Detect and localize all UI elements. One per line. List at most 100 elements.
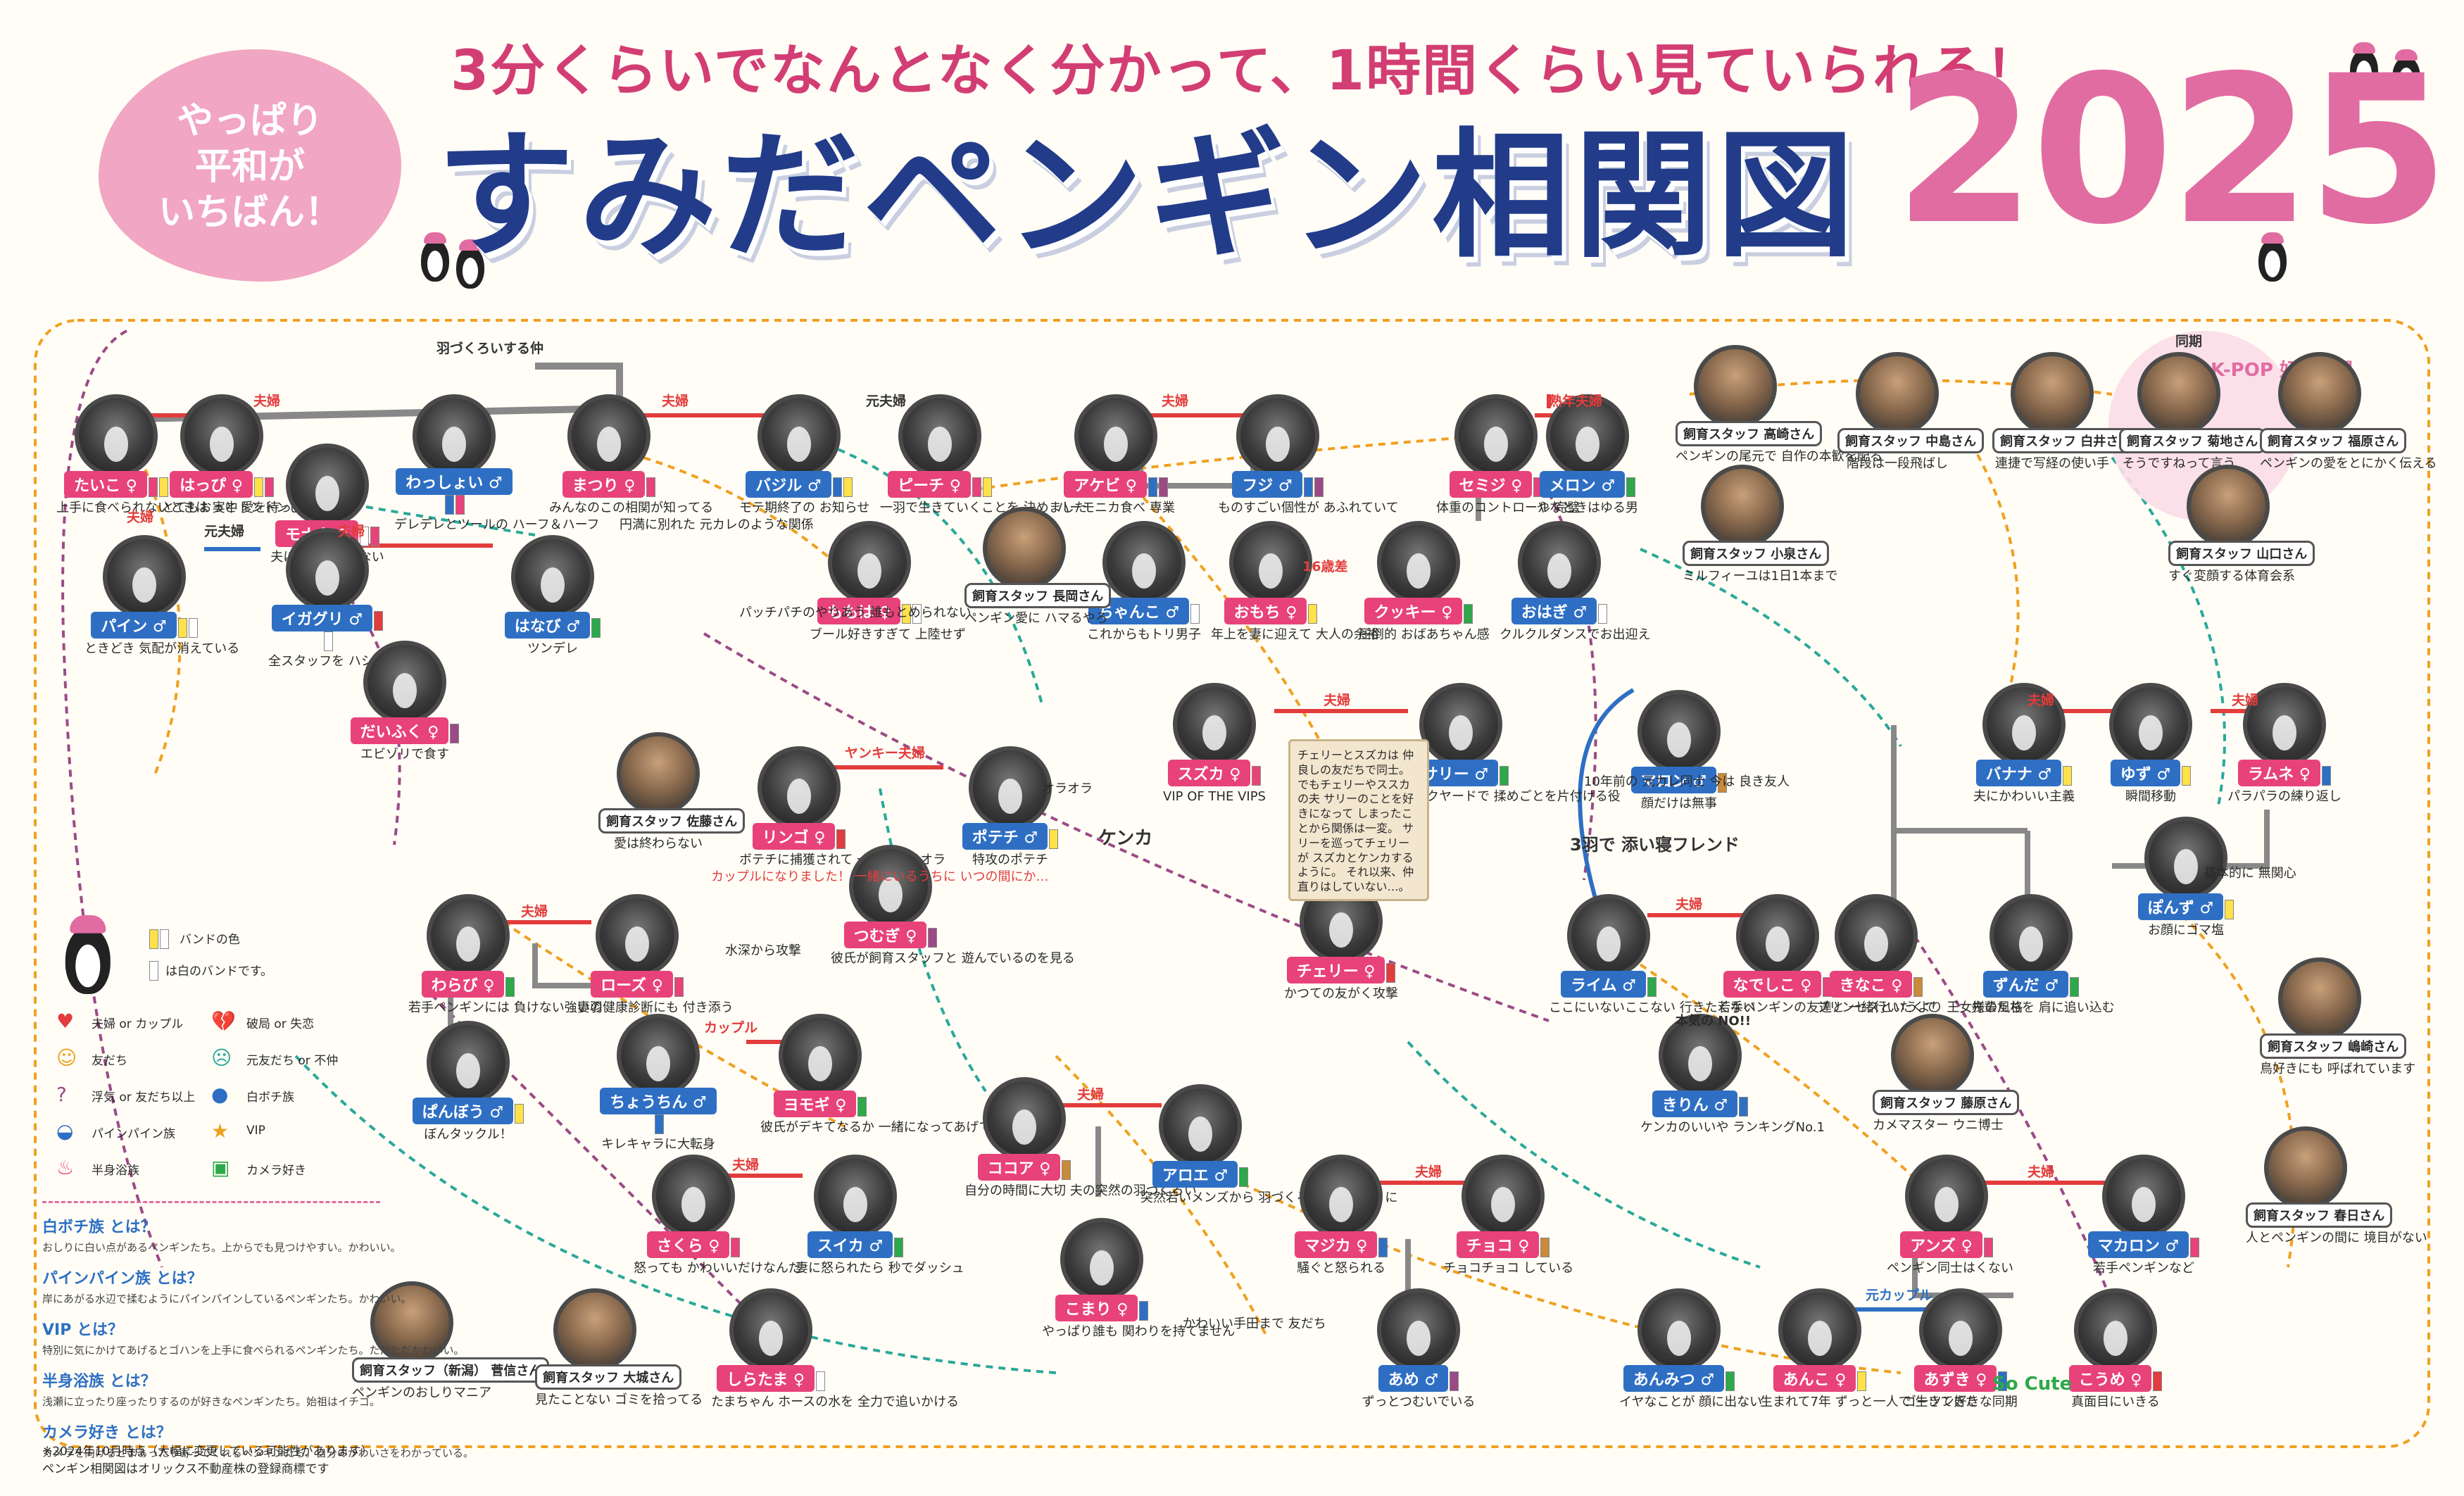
- legend-band: バンドの色 は白のバンドです。: [42, 908, 380, 1007]
- legend-row: ♥夫婦 or カップル💔破局 or 失恋: [42, 1007, 380, 1043]
- relation-label: 夫婦: [2028, 1164, 2055, 1180]
- penguin-name-tag: ココア ♀: [977, 1153, 1061, 1181]
- band-swatch: [1303, 477, 1313, 497]
- band-swatch: [2182, 766, 2192, 786]
- note-text: かわいい手田まで 友だち: [1183, 1316, 1326, 1331]
- penguin-description: かつての友がく攻撃: [1284, 986, 1398, 1001]
- penguin-description: 妻の健康診断にも 付き添う: [577, 1000, 734, 1015]
- penguin-photo: [1638, 690, 1721, 773]
- relation-label: 元カップル: [1866, 1288, 1933, 1303]
- penguin-name-tag: たいこ ♀: [64, 470, 147, 498]
- penguin-node-ame: あめ ♂ずっとつむいでいる: [1359, 1288, 1478, 1409]
- legend-symbol-icon: ☺: [56, 1046, 77, 1069]
- relation-label: 夫婦: [521, 904, 548, 919]
- penguin-name-row: ラムネ ♀: [2225, 759, 2344, 786]
- penguin-photo: [1462, 1155, 1545, 1238]
- penguin-description: チョコチョコ している: [1443, 1260, 1574, 1276]
- penguin-node-warabi: わらび ♀若手ペンギンには 負けない強い羽: [408, 894, 603, 1015]
- penguin-photo: [1638, 1288, 1721, 1371]
- penguin-name-tag: アンズ ♀: [1900, 1231, 1982, 1258]
- penguin-photo: [286, 528, 369, 611]
- legend-row: ☺友だち☹元友だち or 不仲: [42, 1043, 380, 1080]
- staff-name: 飼育スタッフ 福原さん: [2260, 428, 2407, 453]
- penguin-node-rose: ローズ ♀妻の健康診断にも 付き添う: [577, 894, 734, 1015]
- staff-node-s_nakajima: 飼育スタッフ 中島さん階段は一段飛ばし: [1837, 352, 1985, 472]
- penguin-node-suzuka: スズカ ♀VIP OF THE VIPS: [1155, 683, 1274, 804]
- penguin-node-azuki: あずき ♀ゴーツン好きな同期: [1901, 1288, 2020, 1409]
- footnote-line: ペンギン相関図はオリックス不動産株の登録商標です: [42, 1462, 329, 1476]
- penguin-photo: [180, 394, 263, 477]
- relation-label: 夫婦: [662, 394, 689, 409]
- penguin-node-ramune: ラムネ ♀パラパラの練り返し: [2225, 683, 2344, 804]
- penguin-photo: [1990, 894, 2073, 977]
- penguin-description: 突然若いメンズから 羽づくろいされるように: [1140, 1190, 1398, 1205]
- penguin-name-tag: スズカ ♀: [1167, 759, 1251, 786]
- footnote-line: ※2024年10月時点（大幅に変更している可能性があります）: [42, 1445, 373, 1459]
- note-text: 10年前の 元カレ同士 今は 良き友人: [1584, 774, 1790, 789]
- penguin-name-tag: アケビ ♀: [1064, 470, 1147, 498]
- band-swatch: [674, 977, 684, 997]
- penguin-description: とてもおっと 愛を待っている: [162, 500, 329, 515]
- penguin-photo: [427, 1021, 510, 1104]
- penguin-name-tag: ずんだ ♂: [1982, 970, 2069, 998]
- slogan-line-2: 平和が: [194, 146, 305, 188]
- penguin-name-row: フジ ♂: [1218, 470, 1338, 498]
- penguin-name-row: はなび ♂: [493, 611, 612, 639]
- penguin-photo: [1102, 521, 1186, 604]
- staff-node-s_ohkubo: 飼育スタッフ 大城さん見たことない ゴミを拾ってる: [535, 1288, 703, 1408]
- relation-label: 夫婦: [1415, 1164, 1442, 1180]
- penguin-description: プリンセスというより 王女様の風格: [1816, 1000, 2023, 1015]
- penguin-photo: [1377, 521, 1460, 604]
- band-swatch: [1049, 829, 1059, 849]
- penguin-node-zundaa: ずんだ ♂先輩たちを 肩に追い込む: [1971, 894, 2115, 1015]
- penguin-description: たまちゃん ホースの水を 全力で追いかける: [711, 1394, 960, 1409]
- page-subtitle: 3分くらいでなんとなく分かって、1時間くらい見ていられる！: [451, 39, 2042, 103]
- penguin-photo: [1982, 683, 2066, 766]
- penguin-name-tag: ヨモギ ♀: [773, 1090, 857, 1117]
- penguin-name-row: たいこ ♀: [56, 470, 176, 498]
- relation-label: 夫婦: [127, 510, 154, 525]
- penguin-photo: [828, 521, 911, 604]
- band-swatch: [1464, 604, 1473, 624]
- legend-label: カメラ好き: [246, 1164, 306, 1178]
- penguin-name-tag: スイカ ♂: [807, 1231, 893, 1258]
- band-swatch: [2322, 766, 2332, 786]
- penguin-photo: [983, 1077, 1066, 1160]
- penguin-node-momoha: ももは ♀ブール好きすぎて 上陸せず: [810, 521, 966, 642]
- penguin-name-row: ヨモギ ♀: [760, 1090, 880, 1117]
- staff-photo: [2011, 352, 2094, 435]
- relation-label: カップル: [704, 1020, 758, 1036]
- penguin-name-row: おはぎ ♂: [1500, 597, 1619, 624]
- penguin-node-kouro: こうめ ♀真面目にいきる: [2056, 1288, 2175, 1409]
- penguin-description: ケンカのいいや ランキングNo.1: [1640, 1119, 1825, 1135]
- penguin-description: 瞬間移動: [2125, 788, 2176, 804]
- staff-node-s_fujiwara: 飼育スタッフ 藤原さんカメマスター ウニ博士: [1873, 1014, 2020, 1133]
- relation-label: ケンカ: [1098, 828, 1153, 849]
- penguin-photo: [779, 1014, 862, 1097]
- penguin-description: モテ期終了の お知らせ: [739, 500, 870, 515]
- band-swatch: [1308, 604, 1318, 624]
- band-swatch: [149, 929, 158, 949]
- band-swatch: [1148, 477, 1157, 497]
- band-swatch: [177, 618, 187, 638]
- staff-description: そうですねって言う: [2122, 456, 2236, 471]
- band-swatch: [359, 527, 369, 546]
- penguin-node-pine: パイン ♂ときどき 気配が消えている: [84, 535, 239, 656]
- staff-name: 飼育スタッフ（新潟） 菅信さん: [352, 1357, 550, 1383]
- staff-name: 飼育スタッフ 菊地さん: [2119, 428, 2266, 453]
- penguin-name-row: ぽんず ♂: [2126, 893, 2246, 920]
- penguin-name-tag: チョコ ♀: [1456, 1231, 1540, 1258]
- penguin-photo: [617, 1014, 700, 1097]
- penguin-photo: [1060, 1218, 1143, 1301]
- penguin-name-row: スズカ ♀: [1155, 759, 1274, 786]
- penguin-node-happi: はっぴ ♀とてもおっと 愛を待っている: [162, 394, 329, 515]
- penguin-name-tag: きなこ ♀: [1829, 970, 1913, 998]
- penguin-name-row: バジル ♂: [739, 470, 859, 498]
- relation-label: 3羽で 添い寝フレンド: [1570, 835, 1740, 855]
- band-swatch: [264, 477, 274, 497]
- penguin-node-hanabi: はなび ♂ツンデレ: [493, 535, 612, 656]
- penguin-name-row: リンゴ ♀: [739, 822, 859, 850]
- note-text: 円満に別れた 元カレのような関係: [620, 517, 814, 532]
- relation-label: 夫婦: [2028, 693, 2055, 708]
- penguin-node-choco: チョコ ♀ チョコチョコ している: [1443, 1155, 1574, 1276]
